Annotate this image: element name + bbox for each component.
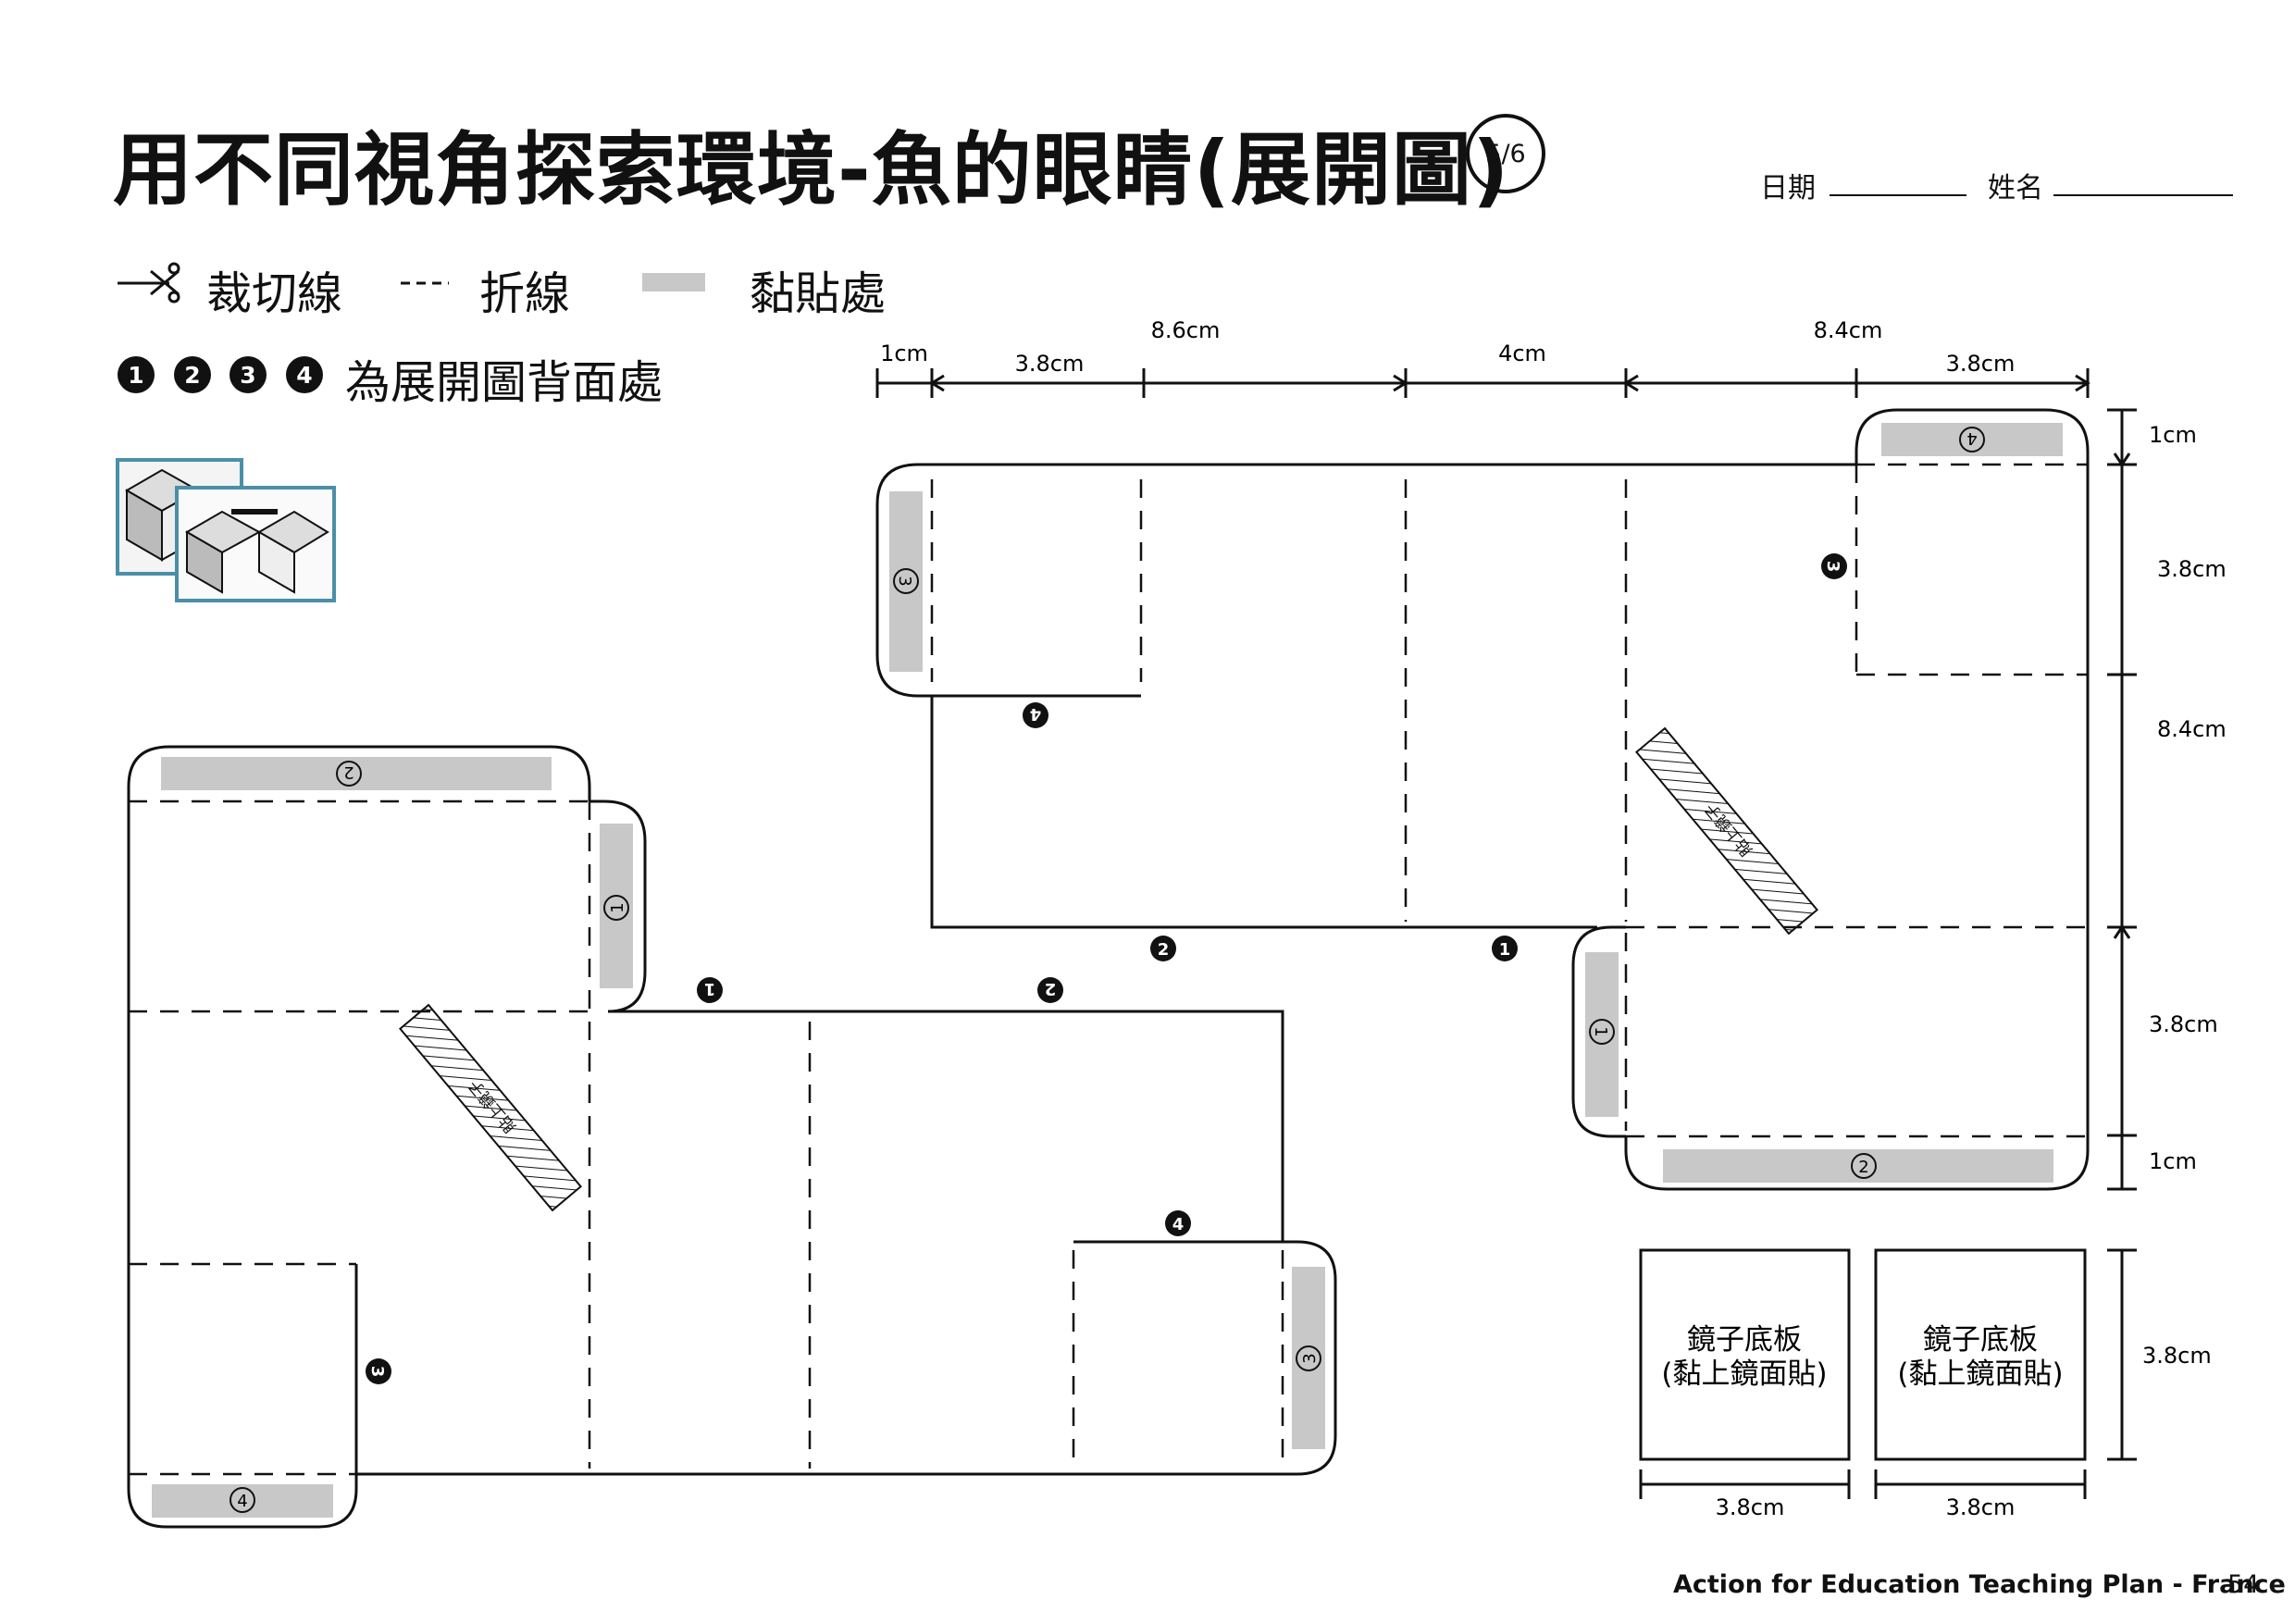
- svg-text:3: 3: [1300, 1353, 1320, 1363]
- mirror-strip-upper: 貼上鏡子: [1634, 726, 1819, 936]
- svg-text:4: 4: [1030, 704, 1042, 724]
- svg-text:3: 3: [367, 1366, 387, 1378]
- dim-top-1cm: 1cm: [880, 341, 928, 366]
- marker-2-lower: 2: [1037, 977, 1063, 1003]
- net-lower-fold-lines: [129, 800, 1284, 1476]
- marker-3-lower: 3: [366, 1358, 391, 1384]
- dim-top-8-6cm: 8.6cm: [1151, 317, 1221, 343]
- marker-2-upper: 2: [1150, 936, 1176, 961]
- name-blank: [2053, 194, 2233, 196]
- dim-right-3-8cm: 3.8cm: [2157, 556, 2227, 582]
- tab-label-1-right: 1: [1589, 1019, 1615, 1045]
- footer-text: Action for Education Teaching Plan - Fra…: [1673, 1570, 2286, 1599]
- svg-text:鏡子底板: 鏡子底板: [1687, 1323, 1802, 1357]
- dim-mirror-width-2: 3.8cm: [1946, 1494, 2016, 1520]
- dim-right-1cm-top: 1cm: [2149, 422, 2197, 448]
- mirror-board-1: 鏡子底板 (黏上鏡面貼): [1639, 1248, 1851, 1461]
- marker-3-upper: 3: [1821, 553, 1847, 579]
- legend-glue-label: 黏貼處: [750, 267, 887, 320]
- top-dimension-line: [875, 368, 2090, 398]
- net-lower-cut-lines: [127, 745, 1337, 1529]
- dim-top-4cm: 4cm: [1498, 341, 1546, 366]
- net-upper-fold-lines: [930, 463, 2088, 1138]
- tab-label-4-bottom-left: 4: [230, 1487, 255, 1513]
- svg-text:1: 1: [608, 902, 627, 912]
- net-upper-cut-lines: [875, 408, 2090, 1191]
- dim-right-8-4cm: 8.4cm: [2157, 716, 2227, 742]
- dim-top-8-4cm: 8.4cm: [1814, 317, 1883, 343]
- name-label: 姓名: [1988, 172, 2043, 205]
- svg-text:2: 2: [1858, 1158, 1868, 1177]
- tab-label-4-top-right: 4: [1959, 427, 1985, 452]
- legend-cut-label: 裁切線: [206, 267, 343, 320]
- tab-label-2-bottom-right: 2: [1851, 1153, 1877, 1179]
- marker-4-lower: 4: [1165, 1210, 1191, 1236]
- net-lower-glue-tabs: [152, 757, 1325, 1518]
- tab-label-3-left: 3: [893, 568, 919, 594]
- model-thumbnail: [116, 458, 336, 602]
- svg-text:4: 4: [237, 1492, 247, 1511]
- svg-text:2: 2: [1045, 979, 1057, 998]
- legend-fold-label: 折線: [479, 267, 571, 320]
- svg-text:鏡子底板: 鏡子底板: [1923, 1323, 2038, 1357]
- svg-text:4: 4: [1966, 428, 1977, 448]
- dim-top-3-8cm-right: 3.8cm: [1946, 351, 2016, 377]
- svg-text:1: 1: [704, 979, 716, 998]
- marker-4-upper: 4: [1023, 702, 1048, 728]
- legend-glue-swatch: [642, 273, 705, 291]
- back-number-3: 3: [230, 356, 267, 393]
- mirror-dimension-lines: [1639, 1248, 2137, 1499]
- mirror-strip-lower: 貼上鏡子: [398, 1003, 583, 1212]
- back-side-label: 為展開圖背面處: [345, 356, 664, 409]
- mirror-board-2: 鏡子底板 (黏上鏡面貼): [1874, 1248, 2087, 1461]
- tab-label-1-left: 1: [603, 895, 629, 921]
- svg-text:1: 1: [1591, 1026, 1610, 1036]
- tab-label-3-lower: 3: [1296, 1345, 1321, 1371]
- marker-1-lower: 1: [697, 977, 723, 1003]
- svg-text:3: 3: [1823, 561, 1842, 573]
- marker-1-upper: 1: [1492, 936, 1518, 961]
- svg-text:1: 1: [1499, 940, 1511, 960]
- back-number-4: 4: [286, 356, 323, 393]
- net-upper-glue-tabs: [889, 423, 2063, 1183]
- scissors-icon: [118, 262, 180, 304]
- dim-mirror-width-1: 3.8cm: [1716, 1494, 1785, 1520]
- svg-text:2: 2: [1158, 940, 1170, 960]
- svg-text:2: 2: [343, 762, 354, 782]
- svg-text:3: 3: [895, 576, 914, 586]
- date-blank: [1830, 194, 1966, 196]
- dim-right-1cm-bottom: 1cm: [2149, 1148, 2197, 1174]
- page-number: 54: [2227, 1570, 2260, 1599]
- back-number-2: 2: [174, 356, 211, 393]
- dim-right-3-8cm-lower: 3.8cm: [2149, 1011, 2218, 1037]
- date-label: 日期: [1760, 172, 1816, 205]
- dim-mirror-height: 3.8cm: [2142, 1343, 2212, 1369]
- svg-text:(黏上鏡面貼): (黏上鏡面貼): [1897, 1357, 2063, 1391]
- back-number-1: 1: [118, 356, 155, 393]
- svg-text:(黏上鏡面貼): (黏上鏡面貼): [1661, 1357, 1827, 1391]
- page-title: 用不同視角探索環境-魚的眼睛(展開圖): [113, 124, 1510, 217]
- svg-text:4: 4: [1172, 1215, 1185, 1234]
- right-dimension-line: [2107, 408, 2137, 1191]
- page-badge: 5/6: [1466, 114, 1545, 193]
- dim-top-3-8cm-left: 3.8cm: [1015, 351, 1085, 377]
- tab-label-2-top-left: 2: [336, 761, 362, 787]
